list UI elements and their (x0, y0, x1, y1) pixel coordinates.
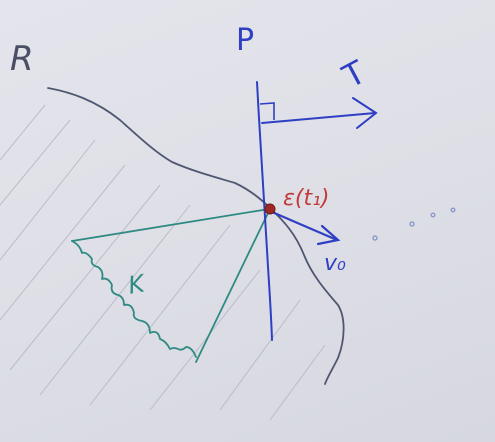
cone-upper-edge (71, 208, 270, 242)
label-epsilon: ε(t₁) (283, 186, 330, 211)
tangent-arrow (261, 97, 378, 129)
cone-wavy-arc (71, 240, 197, 358)
trajectory-dots (372, 207, 456, 241)
cone-lower-edge (195, 210, 270, 363)
label-t: T (336, 53, 372, 96)
label-k: K (126, 269, 149, 300)
label-r: R (10, 39, 34, 79)
region-hatching (0, 104, 326, 421)
label-v0: v₀ (324, 251, 346, 276)
label-p: P (236, 23, 254, 58)
right-angle-marker (259, 102, 275, 120)
region-boundary (47, 87, 345, 385)
velocity-arrow (270, 210, 341, 246)
point-epsilon (264, 203, 276, 215)
cone-k (71, 208, 270, 363)
plane-line (256, 81, 273, 341)
